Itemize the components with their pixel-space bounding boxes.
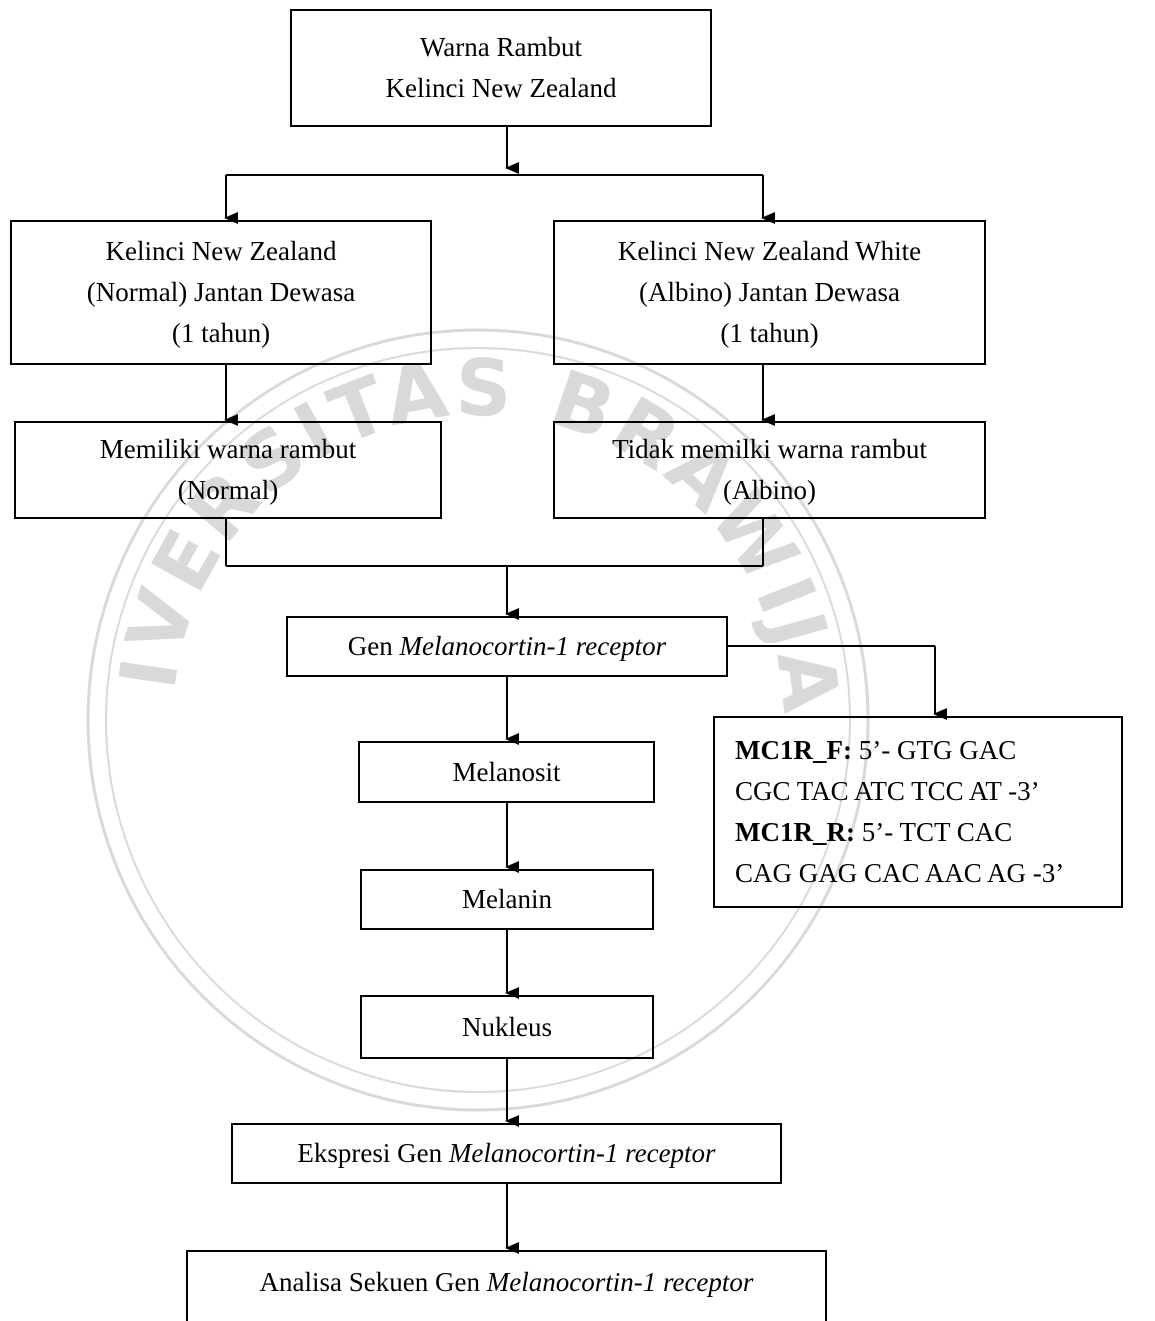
node-nukleus-label: Nukleus — [462, 1011, 552, 1042]
node-expression-text: Ekspresi Gen Melanocortin-1 receptor — [297, 1133, 715, 1174]
node-albino-color-line2: (Albino) — [723, 475, 816, 505]
node-normal-color: Memiliki warna rambut (Normal) — [14, 421, 442, 519]
node-primers: MC1R_F: 5’- GTG GAC CGC TAC ATC TCC AT -… — [713, 716, 1123, 908]
node-normal-rabbit-line2: (Normal) Jantan Dewasa — [86, 277, 356, 307]
node-gene-italic: Melanocortin-1 receptor — [399, 631, 667, 661]
primer-reverse-line1: MC1R_R: 5’- TCT CAC — [735, 812, 1012, 853]
node-root: Warna Rambut Kelinci New Zealand — [290, 9, 712, 127]
node-expression-prefix: Ekspresi Gen — [297, 1138, 449, 1168]
primer-forward-seq1: 5’- GTG GAC — [851, 735, 1017, 765]
node-normal-rabbit-line1: Kelinci New Zealand — [105, 236, 337, 266]
node-gene-text: Gen Melanocortin-1 receptor — [348, 626, 666, 667]
primer-forward-line2: CGC TAC ATC TCC AT -3’ — [735, 776, 1040, 806]
node-albino-rabbit-line2: (Albino) Jantan Dewasa — [639, 277, 900, 307]
node-gene-prefix: Gen — [347, 631, 400, 661]
node-albino-color-line1: Tidak memilki warna rambut — [612, 434, 927, 464]
node-analysis-text: Analisa Sekuen Gen Melanocortin-1 recept… — [260, 1262, 754, 1303]
node-albino-rabbit-line1: Kelinci New Zealand White — [617, 236, 922, 266]
node-gene: Gen Melanocortin-1 receptor — [286, 616, 728, 677]
node-normal-color-line2: (Normal) — [177, 475, 279, 505]
node-expression-italic: Melanocortin-1 receptor — [448, 1138, 716, 1168]
node-normal-rabbit: Kelinci New Zealand (Normal) Jantan Dewa… — [10, 220, 432, 365]
node-albino-rabbit-line3: (1 tahun) — [720, 318, 819, 348]
primer-reverse-line2: CAG GAG CAC AAC AG -3’ — [735, 858, 1065, 888]
primer-forward-label: MC1R_F: — [735, 735, 852, 765]
node-melanin-label: Melanin — [462, 884, 552, 914]
node-analysis: Analisa Sekuen Gen Melanocortin-1 recept… — [186, 1250, 827, 1321]
node-melanosit: Melanosit — [358, 741, 655, 803]
node-expression: Ekspresi Gen Melanocortin-1 receptor — [231, 1123, 782, 1184]
node-nukleus: Nukleus — [360, 995, 654, 1059]
node-melanin: Melanin — [360, 869, 654, 930]
node-melanosit-label: Melanosit — [452, 756, 561, 787]
primer-reverse-seq1: 5’- TCT CAC — [854, 817, 1013, 847]
node-root-line1: Warna Rambut — [419, 32, 583, 62]
node-analysis-prefix: Analisa Sekuen Gen — [259, 1267, 487, 1297]
node-normal-color-line1: Memiliki warna rambut — [99, 434, 357, 464]
primer-reverse-label: MC1R_R: — [735, 817, 855, 847]
node-root-line2: Kelinci New Zealand — [385, 73, 617, 103]
node-normal-rabbit-line3: (1 tahun) — [171, 318, 271, 348]
node-albino-rabbit: Kelinci New Zealand White (Albino) Janta… — [553, 220, 986, 365]
node-analysis-italic: Melanocortin-1 receptor — [486, 1267, 754, 1297]
node-albino-color: Tidak memilki warna rambut (Albino) — [553, 421, 986, 519]
primer-forward-line1: MC1R_F: 5’- GTG GAC — [735, 730, 1016, 771]
